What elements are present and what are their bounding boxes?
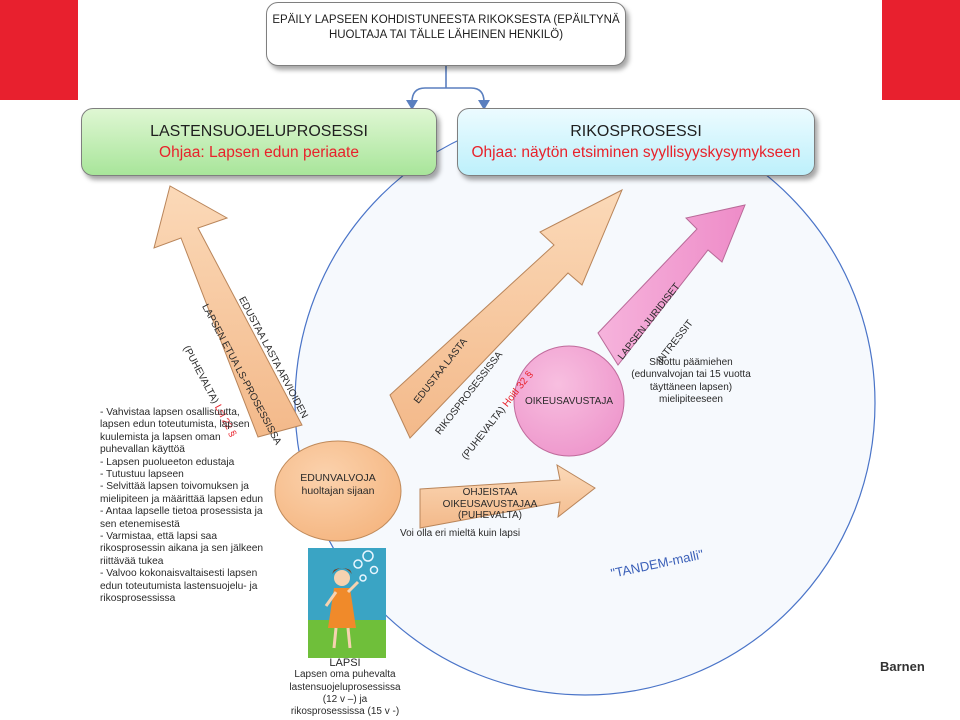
child-protection-subtitle: Ohjaa: Lapsen edun periaate (159, 144, 359, 161)
lapsi-title: LAPSI (329, 657, 361, 669)
arrow-left-shape (153, 185, 303, 438)
arrow-bottom-line2: OIKEUSAVUSTAJAA (442, 498, 538, 510)
duty-line: - Valvoo kokonaisvaltaisesti lapsen (100, 568, 258, 580)
edunvalvoja-label: EDUNVALVOJA huoltajan sijaan (290, 472, 386, 498)
duty-line: - Tutustuu lapseen (100, 469, 184, 481)
counsel-note-line4: mielipiteeseen (659, 394, 723, 406)
connector-arrowhead-left (406, 100, 418, 110)
criminal-process-box: RIKOSPROSESSI Ohjaa: näytön etsiminen sy… (457, 108, 815, 176)
suspicion-box: EPÄILY LAPSEEN KOHDISTUNEESTA RIKOKSESTA… (266, 2, 626, 66)
duty-line: mielipiteen ja määrittää lapsen edun (100, 493, 264, 505)
child-protection-box: LASTENSUOJELUPROSESSI Ohjaa: Lapsen edun… (81, 108, 437, 176)
duty-line: rikosprosessissa (100, 593, 176, 605)
brand-bar-right (882, 0, 960, 100)
lapsi-label: LAPSI Lapsen oma puhevalta lastensuojelu… (270, 657, 420, 718)
connector-arrowhead-right (478, 100, 490, 110)
duty-line: - Varmistaa, että lapsi saa (100, 531, 218, 543)
criminal-process-title: RIKOSPROSESSI (570, 123, 702, 140)
suspicion-line1: EPÄILY LAPSEEN KOHDISTUNEESTA RIKOKSESTA… (272, 14, 620, 26)
edunvalvoja-title: EDUNVALVOJA (300, 472, 376, 484)
arrow-bottom-line1: OHJEISTAA (462, 487, 518, 498)
duty-line: kuulemista ja lapsen oman (100, 431, 221, 443)
duties-list: - Vahvistaa lapsen osallisuutta, lapsen … (100, 407, 290, 606)
lapsi-line2: lastensuojeluprosessissa (289, 681, 401, 693)
arrow-pink-shape (597, 204, 746, 366)
split-connector (411, 66, 485, 103)
duty-line: riittävää tukea (100, 555, 164, 567)
child-illustration (308, 548, 386, 658)
lapsi-line1: Lapsen oma puhevalta (294, 669, 396, 681)
criminal-process-subtitle: Ohjaa: näytön etsiminen syyllisyyskysymy… (471, 144, 801, 161)
duty-line: - Vahvistaa lapsen osallisuutta, (100, 407, 240, 418)
duty-line: sen etenemisestä (100, 518, 180, 530)
lapsi-line3: (12 v –) ja (322, 693, 368, 705)
counsel-note-line1: Sidottu päämiehen (649, 357, 733, 368)
oikeusavustaja-title: OIKEUSAVUSTAJA (525, 396, 613, 407)
counsel-note-line3: täyttäneen lapsen) (649, 381, 733, 393)
counsel-note: Sidottu päämiehen (edunvalvojan tai 15 v… (616, 357, 766, 407)
edunvalvoja-ellipse (274, 440, 402, 542)
brand-bar-left (0, 0, 78, 100)
arrow-bottom-label: OHJEISTAA OIKEUSAVUSTAJAA (PUHEVALTA) (420, 487, 560, 522)
duty-line: - Lapsen puolueeton edustaja (100, 456, 235, 468)
arrow-middle-shape (389, 188, 623, 439)
edunvalvoja-subtitle: huoltajan sijaan (301, 485, 375, 497)
arrow-bottom-line3: (PUHEVALTA) (458, 510, 522, 521)
oikeusavustaja-circle (513, 345, 625, 457)
arrow-bottom-shape (419, 463, 596, 529)
duty-line: - Antaa lapselle tietoa prosessista ja (100, 506, 263, 518)
child-protection-title: LASTENSUOJELUPROSESSI (150, 123, 368, 140)
duty-line: edun toteutumista lastensuojelu- ja (100, 580, 258, 592)
duty-line: lapsen edun toteutumista, lapsen (100, 419, 250, 431)
guardian-note: Voi olla eri mieltä kuin lapsi (400, 528, 521, 539)
duty-line: puhevallan käyttöä (100, 444, 185, 456)
duty-line: - Selvittää lapsen toivomuksen ja (100, 481, 249, 493)
suspicion-line2: HUOLTAJA TAI TÄLLE LÄHEINEN HENKILÖ) (328, 29, 564, 41)
lapsi-line4: rikosprosessissa (15 v -) (290, 706, 400, 718)
duty-line: rikosprosessin aikana ja sen jälkeen (100, 543, 264, 555)
barnen-logo: Barnen (880, 659, 925, 674)
counsel-note-line2: (edunvalvojan tai 15 vuotta (631, 369, 751, 381)
